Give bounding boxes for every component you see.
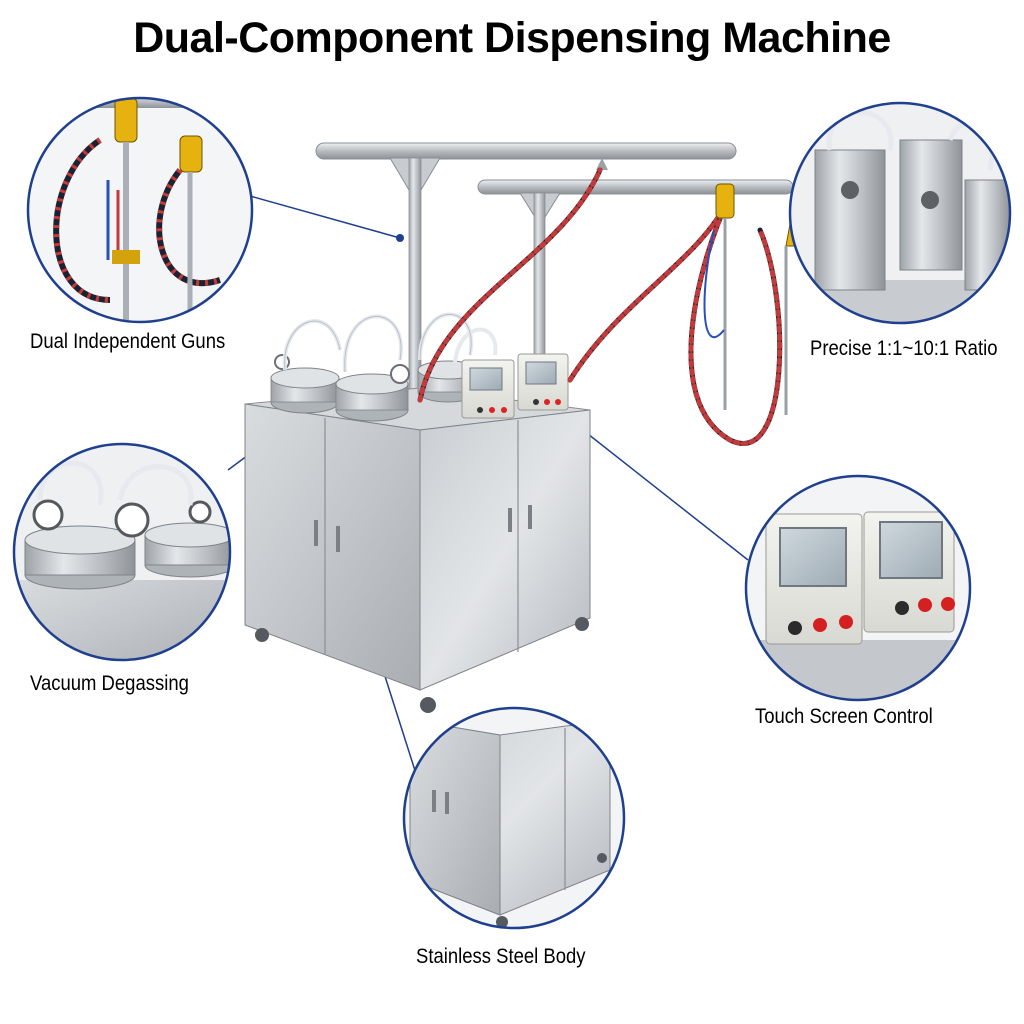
tubing-outline — [284, 313, 472, 373]
door-handle — [528, 505, 532, 529]
boom-arm-rear — [477, 179, 794, 195]
feature-label-vacuum: Vacuum Degassing — [30, 672, 189, 695]
cabinet-front — [244, 403, 421, 691]
door-handle — [314, 520, 318, 546]
main-machine — [244, 142, 801, 713]
callout-line-guns — [249, 195, 401, 239]
feature-label-touch: Touch Screen Control — [755, 705, 933, 728]
door-handle — [336, 526, 340, 552]
feature-label-ratio: Precise 1:1~10:1 Ratio — [810, 337, 998, 360]
inset-stainless-body — [402, 706, 626, 930]
inset-ratio-pumps — [788, 101, 1012, 325]
callout-dot-guns — [396, 234, 404, 242]
control-boxes — [461, 353, 569, 419]
boom-arm-front — [315, 142, 737, 160]
feature-label-steel: Stainless Steel Body — [416, 945, 586, 968]
callout-line-touch — [559, 411, 749, 561]
feature-label-guns: Dual Independent Guns — [30, 330, 226, 353]
page-title: Dual-Component Dispensing Machine — [133, 14, 891, 62]
door-handle — [508, 508, 512, 532]
hoses — [417, 167, 783, 446]
inset-touch-screens — [744, 474, 972, 702]
post-front — [408, 157, 422, 399]
cabinet-side — [419, 409, 591, 691]
casters — [255, 617, 589, 713]
inset-dual-guns — [26, 96, 254, 324]
inset-vacuum-tanks — [12, 442, 232, 662]
